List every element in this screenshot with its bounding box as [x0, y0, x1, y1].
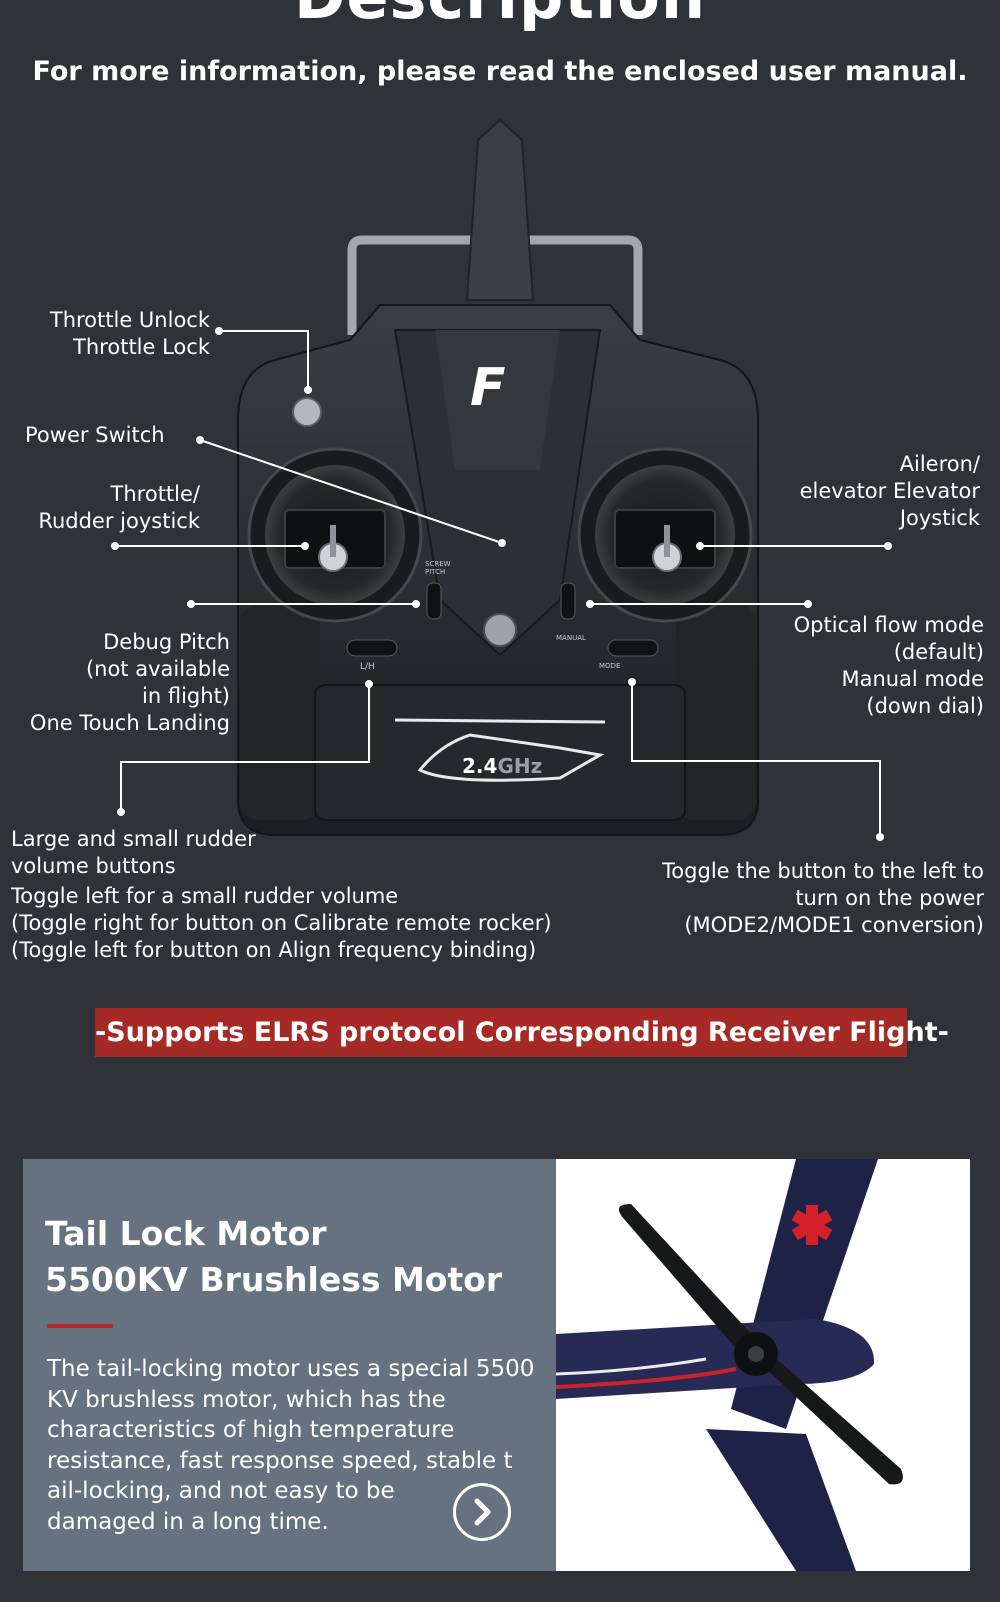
lh-toggle [346, 639, 398, 657]
pitch-toggle [426, 582, 442, 620]
frequency-unit: GHz [497, 754, 543, 778]
accent-rule [47, 1324, 113, 1328]
elrs-banner: -Supports ELRS protocol Corresponding Re… [95, 1008, 949, 1057]
screw-pitch-text: SCREW PITCH [425, 560, 451, 576]
brand-logo: F [470, 358, 506, 418]
label-power-switch: Power Switch [25, 423, 165, 447]
throttle-lock-switch [292, 397, 322, 427]
label-optical-flow: Optical flow mode (default) Manual mode … [793, 613, 984, 718]
mode-text: MODE [599, 662, 621, 670]
label-throttle-unlock: Throttle Unlock Throttle Lock [49, 308, 210, 359]
feature-card-title: Tail Lock Motor 5500KV Brushless Motor [45, 1214, 503, 1299]
frequency-value: 2.4 [462, 754, 498, 778]
label-rudder-volume: Large and small rudder volume buttons To… [11, 827, 552, 962]
label-throttle-rudder: Throttle/ Rudder joystick [38, 482, 200, 533]
feature-card: Tail Lock Motor 5500KV Brushless Motor T… [23, 1159, 970, 1571]
antenna [465, 118, 535, 301]
page-subtitle: For more information, please read the en… [32, 56, 968, 87]
label-debug-pitch: Debug Pitch (not available in flight) On… [29, 630, 230, 735]
chevron-right-icon [474, 1498, 491, 1526]
label-aileron-elevator: Aileron/ elevator Elevator Joystick [799, 452, 980, 530]
tail-rotor-image [556, 1159, 970, 1571]
lh-text: L/H [360, 662, 375, 672]
medical-cross-emblem [791, 1205, 833, 1245]
lower-panel [314, 684, 686, 821]
helicopter-graphic [394, 718, 606, 782]
mode-toggle [607, 639, 659, 657]
manual-text: MANUAL [556, 634, 586, 642]
center-button [483, 613, 517, 647]
label-mode-toggle: Toggle the button to the left to turn on… [662, 859, 984, 937]
feature-card-description: The tail-locking motor uses a special 55… [47, 1356, 535, 1535]
feature-card-text-panel: Tail Lock Motor 5500KV Brushless Motor T… [23, 1159, 556, 1571]
manual-toggle [560, 582, 576, 620]
frequency-label: 2.4GHz [462, 754, 542, 778]
next-button[interactable] [453, 1483, 511, 1541]
page-heading: Description [0, 0, 1000, 32]
